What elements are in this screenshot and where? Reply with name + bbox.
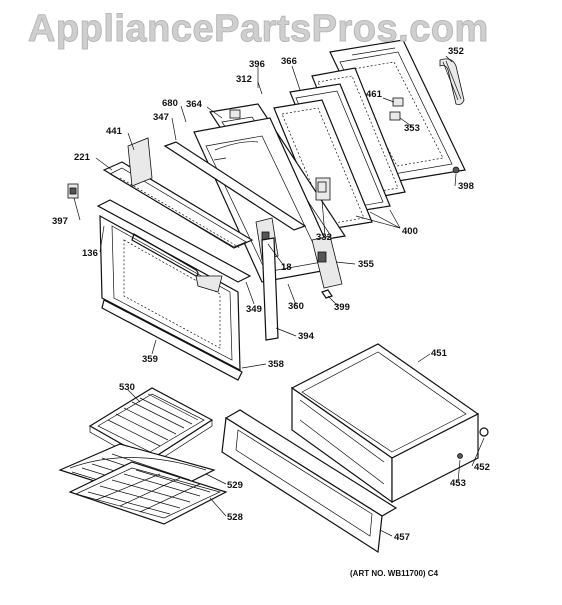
outer-door-panel <box>96 199 252 372</box>
callout-399: 399 <box>334 302 350 313</box>
callout-528: 528 <box>227 512 243 523</box>
drawer-body <box>290 343 480 504</box>
callout-530: 530 <box>119 382 135 393</box>
callout-396: 396 <box>249 59 265 70</box>
callout-347: 347 <box>153 112 169 123</box>
door-handle-trim-352 <box>439 58 465 105</box>
door-top-trim-347 <box>163 141 307 231</box>
callout-312: 312 <box>236 74 252 85</box>
callout-353: 353 <box>404 123 420 134</box>
callout-332: 332 <box>316 232 332 243</box>
oven-rack-528 <box>68 461 228 525</box>
callout-529: 529 <box>227 480 243 491</box>
hinge-355 <box>311 235 343 289</box>
callout-461: 461 <box>366 89 383 100</box>
callout-451: 451 <box>431 348 448 359</box>
drawer-front-457 <box>221 409 398 554</box>
watermark: AppliancePartsPros.com <box>28 8 489 51</box>
leader-lines <box>73 55 485 537</box>
nut-399 <box>321 289 333 299</box>
door-bottom-trim-359 <box>101 299 243 381</box>
callout-457: 457 <box>394 532 410 543</box>
callout-349: 349 <box>246 304 262 315</box>
end-cap-441 <box>127 137 153 187</box>
callout-397: 397 <box>52 216 68 227</box>
side-trim-394 <box>261 237 279 341</box>
callout-452: 452 <box>474 462 490 473</box>
callout-453: 453 <box>450 478 466 489</box>
callout-136: 136 <box>82 248 98 259</box>
callout-394: 394 <box>298 331 315 342</box>
callout-364: 364 <box>186 99 203 110</box>
callout-221: 221 <box>74 152 91 163</box>
callout-355: 355 <box>358 259 375 270</box>
hinge-bracket-332 <box>315 177 331 201</box>
callout-441: 441 <box>106 126 123 137</box>
callout-359: 359 <box>142 354 158 365</box>
callout-360: 360 <box>288 301 304 312</box>
callout-358: 358 <box>268 359 284 370</box>
screw-453 <box>457 453 463 459</box>
art-number: (ART NO. WB11700) C4 <box>350 569 439 578</box>
control-panel-221 <box>102 161 254 249</box>
callout-18: 18 <box>281 262 292 273</box>
roller-452 <box>479 427 489 437</box>
callout-352: 352 <box>448 46 464 57</box>
clip-397 <box>67 183 79 199</box>
callout-labels: 396 366 352 312 680 364 461 353 347 441 … <box>52 46 490 543</box>
callout-398: 398 <box>458 181 474 192</box>
callout-366: 366 <box>281 56 297 67</box>
screw-398 <box>452 166 460 174</box>
callout-400: 400 <box>402 226 418 237</box>
callout-680: 680 <box>162 98 178 109</box>
